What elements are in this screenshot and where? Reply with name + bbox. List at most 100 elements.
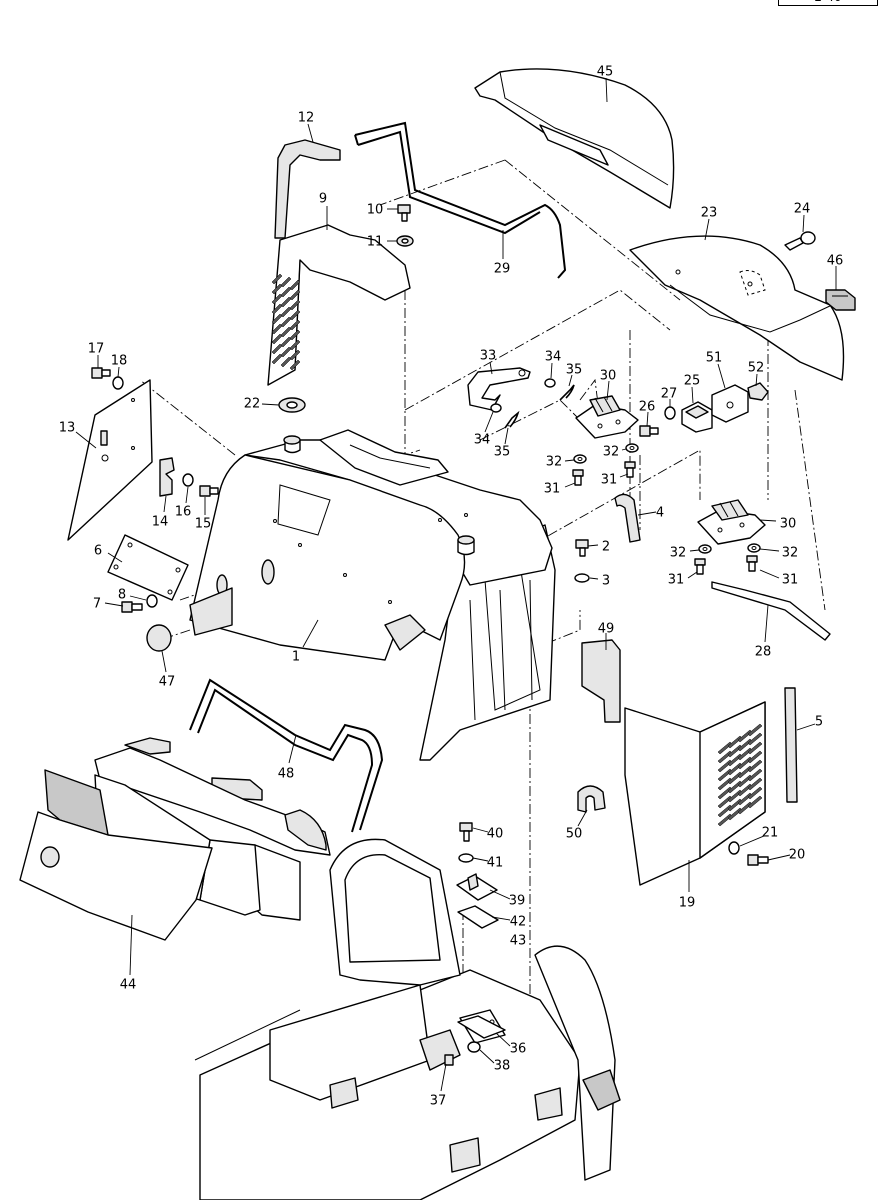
part-7-bolt (121, 601, 143, 613)
leader-line (619, 473, 629, 478)
leader-line (759, 519, 777, 522)
part-27-washer (664, 406, 676, 420)
callout-44: 44 (120, 978, 137, 993)
part-52-clip (747, 382, 769, 401)
callout-29: 29 (494, 262, 511, 277)
callout-51: 51 (706, 351, 723, 366)
part-44-front-assembly (19, 737, 331, 941)
part-36-hinge-plate (457, 1015, 506, 1039)
callout-31: 31 (601, 473, 618, 488)
part-48-seal (189, 678, 384, 833)
part-40-bolt (459, 822, 473, 842)
part-22-grommet (278, 397, 306, 413)
callout-45: 45 (597, 65, 614, 80)
callout-2: 2 (602, 540, 610, 555)
leader-line (495, 1032, 511, 1047)
callout-1: 1 (292, 650, 300, 665)
callout-13: 13 (59, 421, 76, 436)
part-18-washer (112, 376, 124, 390)
part-49-insulation (581, 639, 621, 723)
callout-47: 47 (159, 675, 176, 690)
leader-line (739, 835, 765, 847)
callout-32: 32 (782, 546, 799, 561)
callout-52: 52 (748, 361, 765, 376)
leader-line (472, 827, 489, 833)
part-13-side-plate (67, 379, 153, 541)
callout-36: 36 (510, 1042, 527, 1057)
callout-43: 43 (510, 934, 527, 949)
callout-3: 3 (602, 574, 610, 589)
callout-30: 30 (780, 517, 797, 532)
leader-line (302, 619, 319, 648)
callout-49: 49 (598, 622, 615, 637)
part-14-latch (159, 457, 175, 497)
callout-42: 42 (510, 915, 527, 930)
part-26-bolt (639, 425, 659, 437)
page-number-tab: 2-40 (778, 0, 878, 6)
callout-37: 37 (430, 1094, 447, 1109)
leader-line (129, 914, 133, 976)
leader-line (764, 604, 769, 643)
callout-50: 50 (566, 827, 583, 842)
part-41-washer (458, 853, 474, 863)
leader-line (564, 459, 575, 462)
leader-line (568, 374, 573, 387)
callout-33: 33 (480, 349, 497, 364)
leader-line (606, 380, 610, 401)
part-21-washer (728, 841, 740, 855)
part-31-bolt (746, 555, 758, 572)
callout-38: 38 (494, 1059, 511, 1074)
page-number: 2-40 (814, 0, 841, 4)
callout-17: 17 (88, 342, 105, 357)
callout-19: 19 (679, 896, 696, 911)
leader-line (484, 411, 494, 433)
callout-34: 34 (545, 350, 562, 365)
leader-line (117, 366, 120, 378)
part-32-washer (625, 443, 639, 453)
callout-32: 32 (603, 445, 620, 460)
leader-line (689, 549, 700, 552)
leader-line (489, 889, 511, 900)
part-34-washer-upper (544, 378, 556, 388)
callout-40: 40 (487, 827, 504, 842)
callout-39: 39 (509, 894, 526, 909)
part-17-bolt (91, 367, 111, 379)
leader-line (489, 361, 493, 375)
callout-15: 15 (195, 517, 212, 532)
part-23-right-hood (629, 235, 845, 381)
callout-12: 12 (298, 111, 315, 126)
callout-46: 46 (827, 254, 844, 269)
callout-8: 8 (118, 588, 126, 603)
callout-6: 6 (94, 544, 102, 559)
callout-31: 31 (782, 573, 799, 588)
callout-20: 20 (789, 848, 806, 863)
leader-line (605, 77, 608, 103)
leader-line (550, 362, 553, 379)
part-31-bolt (694, 558, 706, 575)
part-37-bolt (444, 1054, 454, 1066)
part-29-seal (354, 121, 567, 279)
leader-line (129, 595, 147, 601)
callout-7: 7 (93, 597, 101, 612)
leader-line (307, 123, 314, 143)
callout-21: 21 (762, 826, 779, 841)
leader-line (759, 569, 780, 579)
leader-line (504, 427, 509, 445)
leader-line (75, 431, 97, 449)
leader-line (587, 544, 599, 547)
leader-line (163, 495, 167, 513)
callout-11: 11 (367, 235, 384, 250)
leader-line (577, 809, 588, 827)
callout-18: 18 (111, 354, 128, 369)
callout-31: 31 (544, 482, 561, 497)
part-38-washer (467, 1041, 481, 1053)
callout-26: 26 (639, 400, 656, 415)
part-4-hose (614, 493, 641, 543)
part-10-bolt (397, 204, 411, 222)
leader-line (104, 602, 124, 607)
part-51-bracket (711, 384, 749, 423)
part-39-bracket (456, 873, 498, 901)
part-6-cover-plate (107, 534, 189, 601)
leader-line (621, 448, 627, 451)
leader-line (637, 511, 657, 516)
